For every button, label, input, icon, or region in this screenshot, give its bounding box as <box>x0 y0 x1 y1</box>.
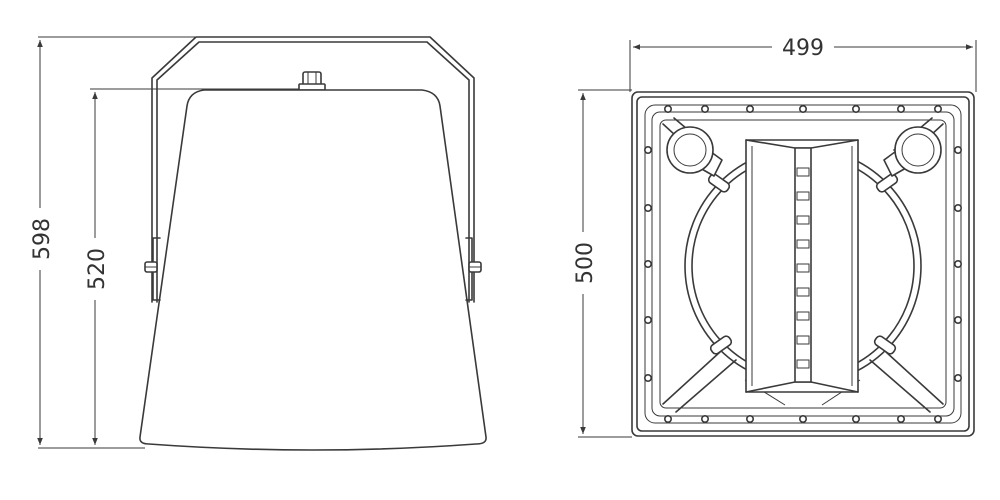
screw <box>896 414 905 423</box>
screw <box>663 105 672 114</box>
throat-slot <box>796 311 810 321</box>
horn-throat <box>745 139 859 393</box>
screw <box>700 105 709 114</box>
driver-right <box>883 126 942 177</box>
throat-slot <box>796 287 810 297</box>
frame-screws <box>643 105 962 423</box>
ring-clamps <box>707 173 899 355</box>
front-view: 499 500 <box>569 34 977 438</box>
screw <box>745 414 754 423</box>
throat-slots <box>796 167 810 369</box>
dimension-label-499: 499 <box>782 36 824 61</box>
dimension-520: 520 <box>81 88 300 445</box>
screw <box>933 414 942 423</box>
screw <box>851 414 860 423</box>
side-mount-left <box>144 237 161 301</box>
throat-slot <box>796 359 810 369</box>
screw <box>643 315 652 324</box>
screw <box>953 204 962 213</box>
side-view: 598 520 <box>26 36 487 451</box>
screw <box>643 204 652 213</box>
screw <box>643 373 652 382</box>
screw <box>798 105 807 114</box>
screw <box>663 414 672 423</box>
screw <box>953 373 962 382</box>
screw <box>953 146 962 155</box>
screw <box>953 259 962 268</box>
screw <box>953 315 962 324</box>
dimension-500: 500 <box>569 89 632 438</box>
mounting-bracket <box>151 36 475 303</box>
throat-slot <box>796 167 810 177</box>
dimension-label-598: 598 <box>30 218 55 260</box>
screw <box>798 414 807 423</box>
dimension-label-500: 500 <box>573 242 598 284</box>
horn-body <box>139 89 487 451</box>
side-mount-right <box>465 237 482 301</box>
throat-slot <box>796 335 810 345</box>
screw <box>700 414 709 423</box>
cable-gland <box>298 71 326 91</box>
dimension-499: 499 <box>629 34 977 92</box>
throat-slot <box>796 239 810 249</box>
dimension-label-520: 520 <box>85 248 110 290</box>
screw <box>745 105 754 114</box>
screw <box>851 105 860 114</box>
throat-slot <box>796 215 810 225</box>
driver-left <box>666 126 723 177</box>
throat-slot <box>796 263 810 273</box>
screw <box>643 146 652 155</box>
screw <box>643 259 652 268</box>
throat-slot <box>796 191 810 201</box>
dimension-598: 598 <box>26 36 195 449</box>
screw <box>896 105 905 114</box>
screw <box>933 105 942 114</box>
